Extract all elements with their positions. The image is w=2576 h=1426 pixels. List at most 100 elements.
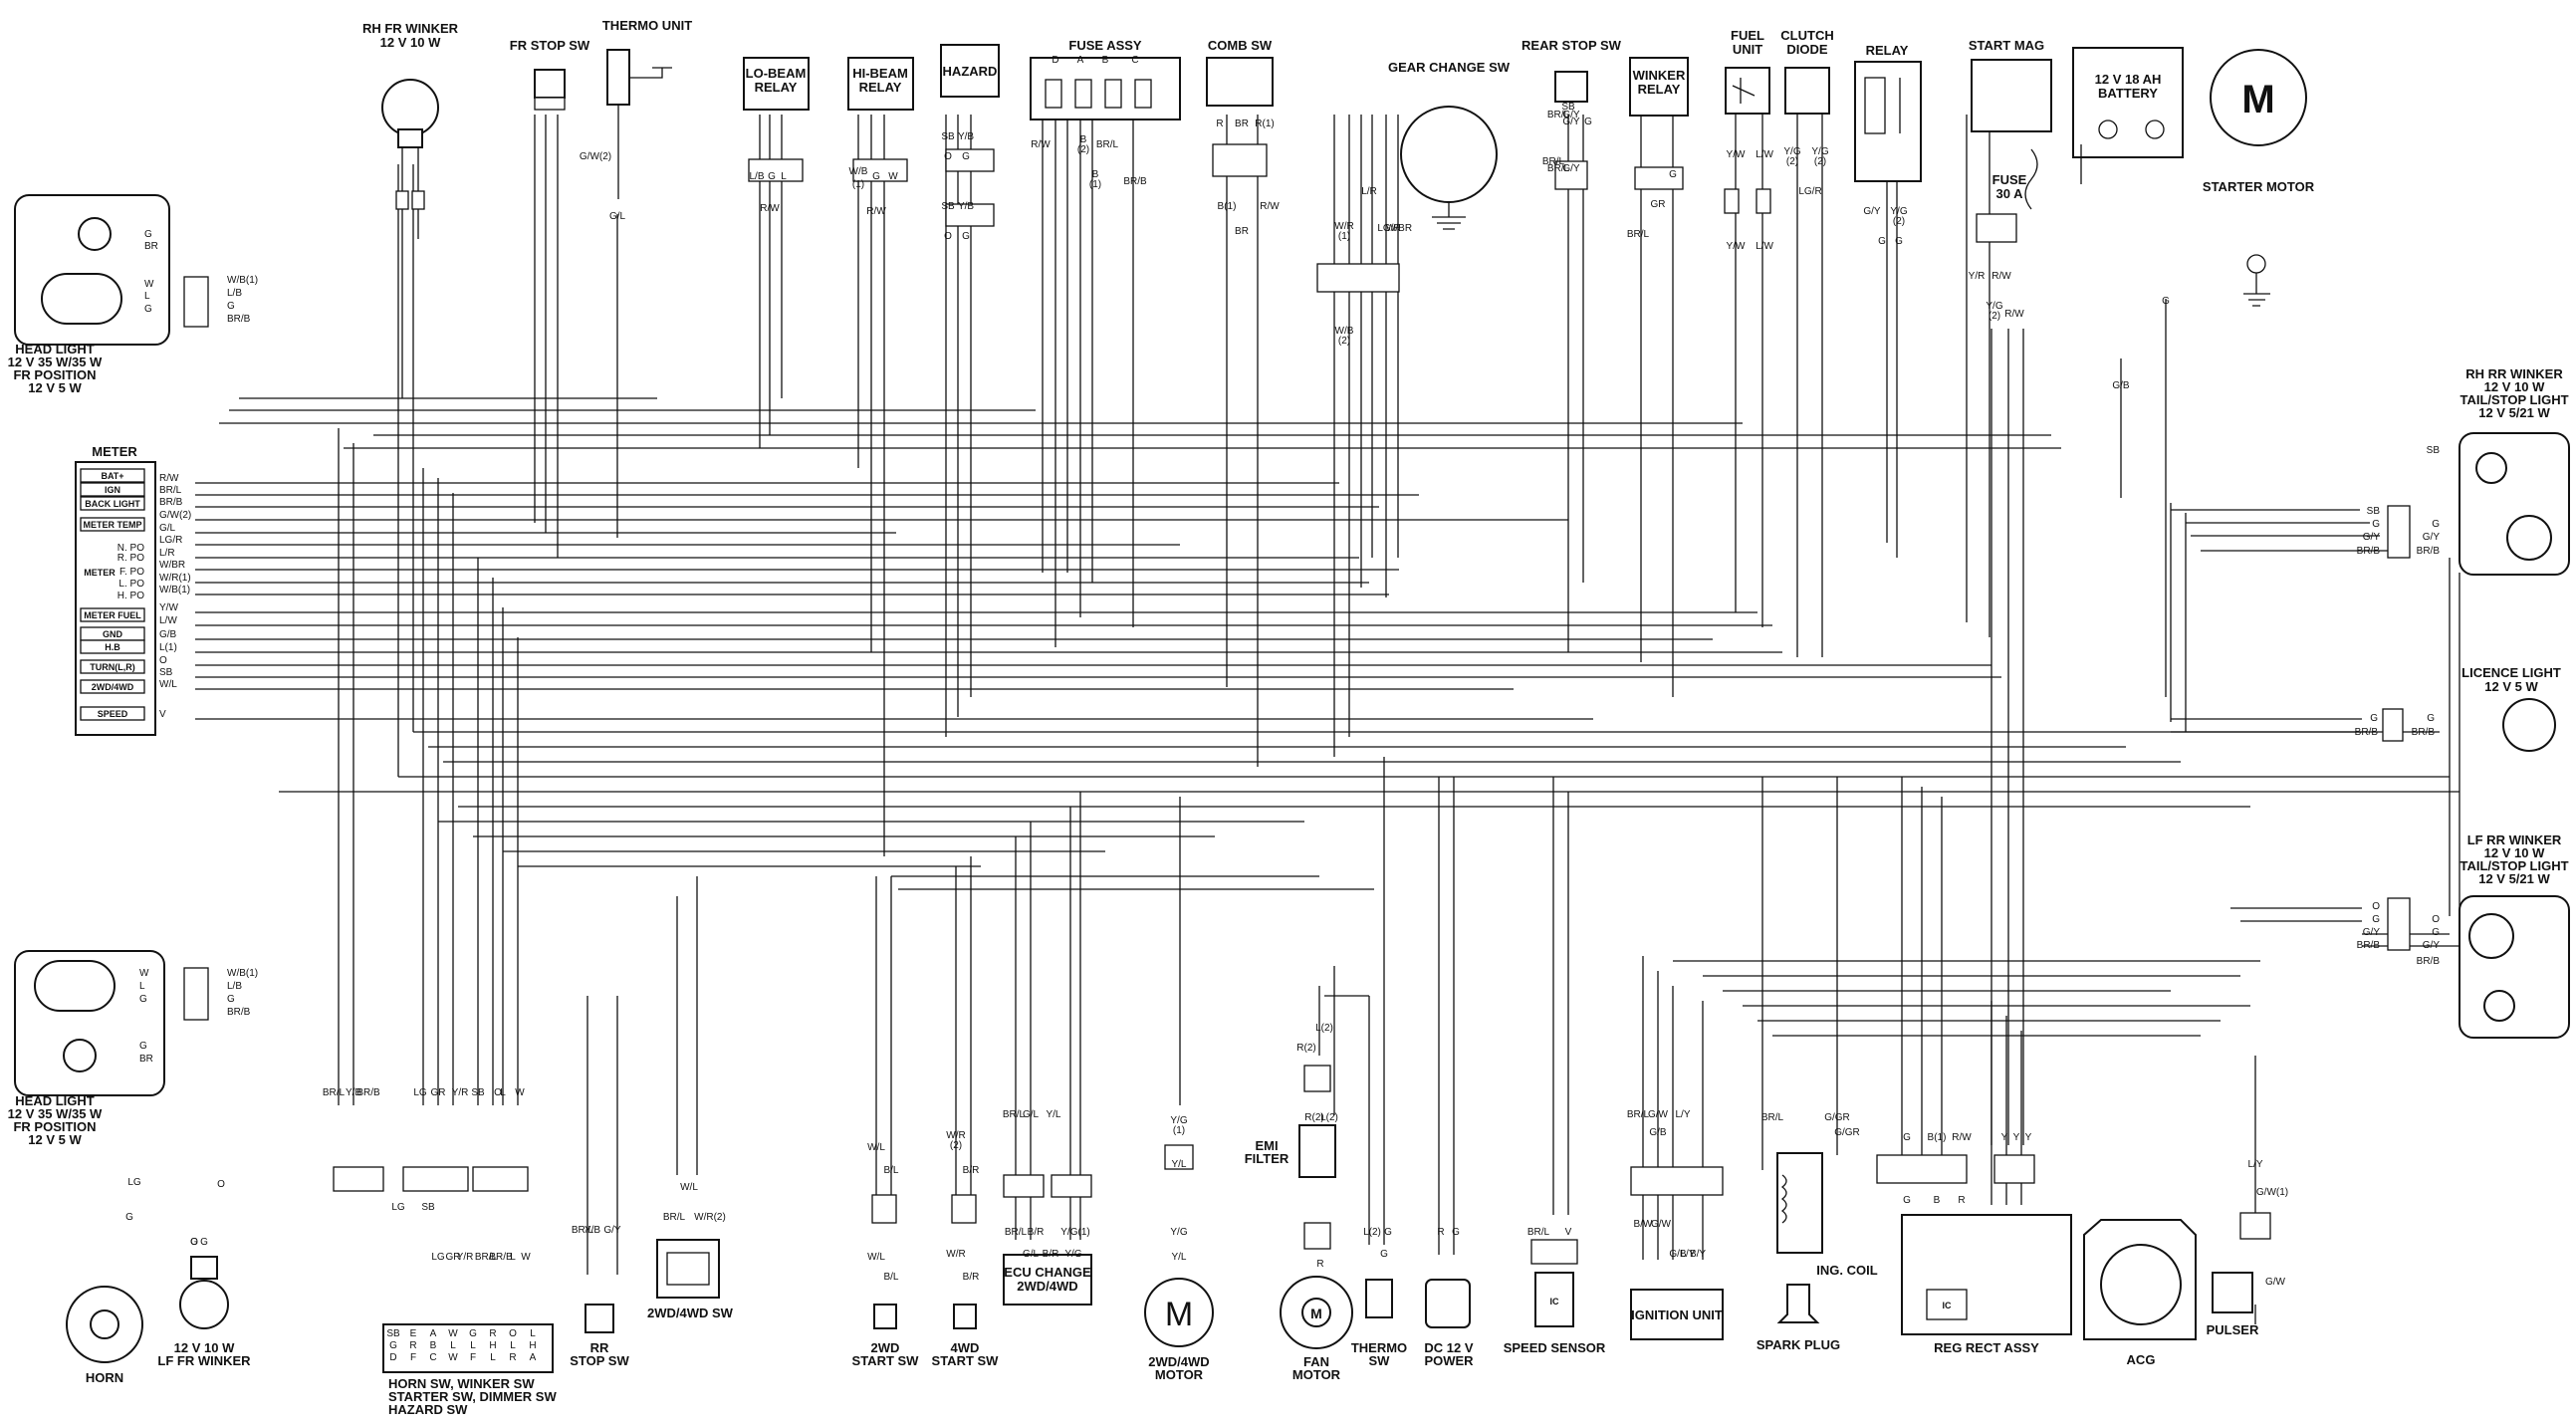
wire-color-label: G (227, 301, 235, 312)
wire-color-label: O (944, 151, 952, 162)
wire-color-label: Y/B (958, 131, 974, 142)
wire-color-label: BR/L (1096, 139, 1119, 150)
wire-color-label: G (125, 1212, 133, 1223)
wire-color-label: L(2) (1320, 1112, 1338, 1123)
reg-rect: IC REG RECT ASSY (1876, 1154, 2072, 1355)
wire-color-label: Y/G (1890, 206, 1907, 217)
wire-color-label: D (1052, 55, 1058, 66)
wire-color-label: G (1878, 236, 1886, 247)
meter-terminal-box (80, 496, 145, 511)
wire-color-label: G (2432, 927, 2440, 938)
wire-color-label: R/W (866, 206, 886, 217)
wire-color-label: R (1958, 1195, 1965, 1206)
wire-color-label: (2) (1989, 311, 2000, 322)
acg: ACG (2083, 1219, 2197, 1367)
wire-color-label: R/W (2004, 309, 2024, 320)
wire-color-label: Y/G(1) (1060, 1227, 1089, 1238)
wire-color-label: Y/G (1986, 301, 2002, 312)
meter-sub-terminal-label: R. PO (117, 553, 144, 564)
wire-color-label: W/L (867, 1252, 885, 1263)
sw-2wd4wd: 2WD/4WD SW (647, 1239, 734, 1320)
meter-wire-label: LG/R (159, 535, 182, 546)
gear-change-sw: GEAR CHANGE SW (1316, 60, 1511, 293)
meter-wire-label: W/B(1) (159, 585, 190, 595)
wire-color-label: O (944, 231, 952, 242)
wire-color-label: SB (1561, 102, 1575, 113)
relay: RELAY (1854, 43, 1922, 182)
meter-terminal-label: BACK LIGHT (85, 499, 140, 509)
wire-color-label: Y/B (585, 1225, 600, 1236)
hazard: HAZARD (940, 44, 1000, 227)
wire-color-label: LG/R (1377, 223, 1400, 234)
switch-connector-label: H (529, 1340, 536, 1351)
wire-color-label: L(2) (1315, 1023, 1333, 1034)
fuse-assy-label: FUSE ASSY (1068, 38, 1142, 53)
wire-color-label: BR/B (2357, 940, 2381, 951)
wire-color-label: G/B (2112, 380, 2130, 391)
wire-color-label: SB (2427, 445, 2441, 456)
wire-color-label: G/Y (1863, 206, 1881, 217)
switch-connector-label: G (469, 1328, 477, 1339)
wire-color-label: G/Y (2423, 532, 2441, 543)
meter-terminal-label: 2WD/4WD (92, 682, 134, 692)
switch-connector-label: L (450, 1340, 456, 1351)
wire-color-label: G/Y (1562, 110, 1580, 120)
wire-color-label: (1) (1173, 1125, 1185, 1136)
rear-stop-sw: REAR STOP SW (1522, 38, 1622, 190)
meter-wire-label: W/BR (159, 560, 185, 571)
wire-color-label: W (144, 279, 154, 290)
meter-terminal-label: H.B (105, 642, 120, 652)
wire-color-label: B/W (1634, 1219, 1653, 1230)
wire-color-label: L/B (749, 171, 764, 182)
wire-color-label: G (144, 304, 152, 315)
wire-color-label: B (1934, 1195, 1941, 1206)
spark-plug: SPARK PLUG (1756, 1284, 1840, 1352)
wire-color-label: G/B (1669, 1249, 1687, 1260)
wire-color-label: L (510, 1252, 516, 1263)
wire-color-label: L (144, 291, 150, 302)
wire-color-label: B(1) (1218, 201, 1237, 212)
wire-color-label: R/W (1991, 271, 2011, 282)
switch-connector-label: SB (386, 1328, 400, 1339)
meter-terminal-box (80, 607, 145, 622)
switch-connector-label: F (470, 1352, 476, 1363)
wire-color-label: B (1080, 134, 1087, 145)
wire-color-label: G (200, 1237, 208, 1248)
wire-color-label: G (1903, 1132, 1911, 1143)
wire-color-label: R/W (1031, 139, 1051, 150)
speed-sensor: IC SPEED SENSOR (1504, 1239, 1606, 1355)
wire-color-label: R(1) (1255, 119, 1274, 129)
meter-sub-terminal-label: F. PO (119, 567, 144, 578)
wire-color-label: BR/L (572, 1225, 594, 1236)
wire-color-label: BR/B (2357, 546, 2381, 557)
meter-wire-label: L(1) (159, 642, 177, 653)
wire-color-label: G (2370, 713, 2378, 724)
switch-connector-label: L (490, 1352, 496, 1363)
wire-color-label: G/Y (1562, 117, 1580, 127)
wire-color-label: G (872, 171, 880, 182)
ignition-unit: IGNITION UNIT (1630, 1166, 1724, 1340)
wire-color-label: BR/L (1627, 229, 1650, 240)
switch-connector-label: G (389, 1340, 397, 1351)
meter-wire-label: G/W(2) (159, 510, 191, 521)
wire-color-label: Y/G (1783, 146, 1800, 157)
switch-connector-label: L (470, 1340, 476, 1351)
wire-color-label: GR (1651, 199, 1666, 210)
wire-color-label: G (1452, 1227, 1460, 1238)
wire-color-label: G/W(2) (580, 151, 611, 162)
wire-color-label: R/W (1260, 201, 1280, 212)
wire-color-label: LG (413, 1087, 427, 1098)
wire-color-label: G (2372, 519, 2380, 530)
wire-color-label: BR/L (1547, 163, 1570, 174)
harness-wires (195, 397, 2459, 1037)
wire-color-label: B/R (963, 1272, 980, 1283)
meter-sub-terminal-label: H. PO (117, 591, 144, 601)
